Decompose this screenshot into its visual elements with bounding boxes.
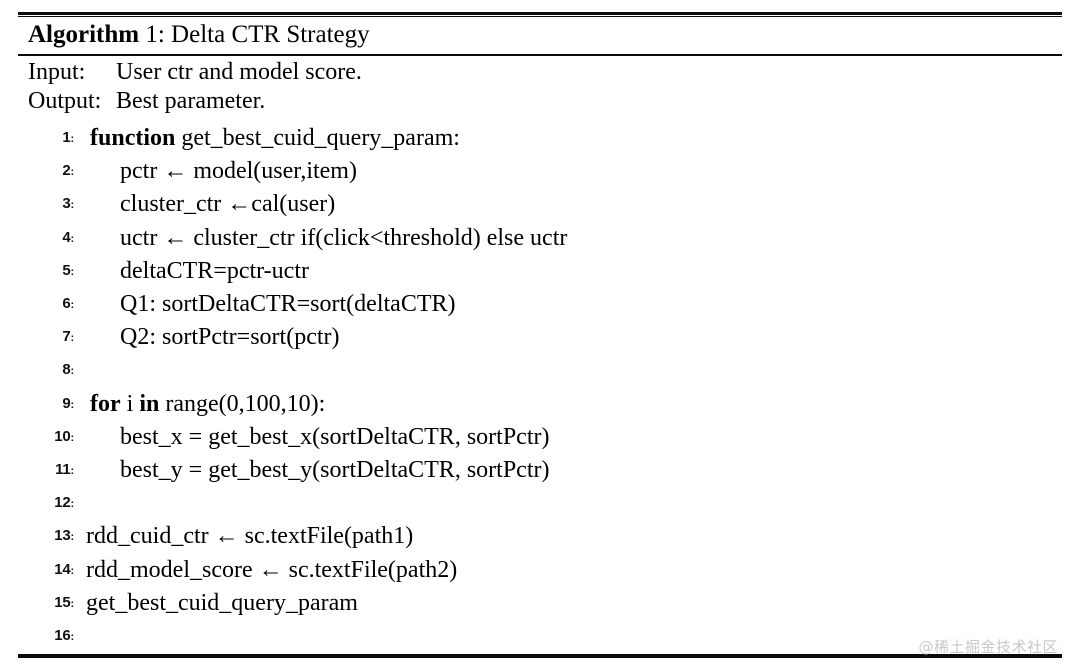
line-number-colon: : [70,199,75,212]
output-label: Output: [28,88,102,114]
code-text: pctr ← model(user,item) [120,155,357,188]
line-number: 6: [62,295,75,312]
line-number-colon: : [70,332,75,345]
code-line: 14: rdd_model_score ← sc.textFile(path2) [18,554,1062,587]
line-number-colon: : [70,299,75,311]
line-number-colon: : [70,631,75,643]
code-segment: range(0,100,10): [159,390,326,417]
code-segment: cluster_ctr ←cal(user) [120,191,336,218]
code-line: 15: get_best_cuid_query_param [18,587,1062,620]
line-number: 5: [62,261,75,279]
line-number-colon: : [70,431,75,444]
input-label: Input: [28,59,86,85]
input-line: Input: User ctr and model score. [28,58,362,87]
code-segment: best_y = get_best_y(sortDeltaCTR, sortPc… [120,457,550,483]
line-number: 13: [54,527,75,545]
code-line: 9: for i in range(0,100,10): [18,388,1062,421]
code-line: 3: cluster_ctr ←cal(user) [18,188,1062,221]
line-number-colon: : [70,498,75,511]
code-segment: uctr ← cluster_ctr if(click<threshold) e… [120,224,568,251]
algorithm-title-rest: 1: Delta CTR Strategy [139,21,370,48]
code-text: uctr ← cluster_ctr if(click<threshold) e… [120,222,567,255]
code-line: 6: Q1: sortDeltaCTR=sort(deltaCTR) [18,288,1062,321]
line-number: 8: [62,361,75,379]
line-number: 3: [62,195,75,213]
code-line: 5: deltaCTR=pctr-uctr [18,255,1062,288]
line-number: 4: [62,228,75,246]
watermark: @稀土掘金技术社区 [918,638,1058,656]
code-segment: i [120,390,140,417]
code-line: 4: uctr ← cluster_ctr if(click<threshold)… [18,222,1062,255]
code-text: Q2: sortPctr=sort(pctr) [120,321,340,354]
code-keyword: for [90,390,121,417]
code-text: rdd_cuid_ctr ← sc.textFile(path1) [86,520,413,553]
line-number-colon: : [70,365,75,378]
output-value: Best parameter. [116,88,266,114]
code-keyword: function [90,125,176,151]
rule-under-title [18,54,1062,56]
code-line: 13: rdd_cuid_ctr ← sc.textFile(path1) [18,520,1062,553]
algorithm-title: Algorithm 1: Delta CTR Strategy [28,19,370,51]
code-text: get_best_cuid_query_param [86,587,358,620]
code-keyword: in [139,390,160,417]
rule-bottom [18,654,1062,658]
line-number: 16: [54,627,75,644]
code-line: 16: [18,620,1062,653]
output-line: Output: Best parameter. [28,87,265,116]
line-number-colon: : [70,531,75,544]
line-number: 2: [62,162,75,180]
line-number-colon: : [70,265,75,278]
algorithm-title-keyword: Algorithm [28,21,140,48]
line-number: 14: [54,560,75,578]
code-segment: Q2: sortPctr=sort(pctr) [120,324,340,351]
code-segment: pctr ← model(user,item) [120,158,357,185]
code-text: function get_best_cuid_query_param: [90,122,460,155]
code-line: 7: Q2: sortPctr=sort(pctr) [18,321,1062,354]
code-text: deltaCTR=pctr-uctr [120,255,309,288]
line-number-colon: : [70,465,75,477]
code-line: 11: best_y = get_best_y(sortDeltaCTR, sor… [18,454,1062,487]
input-value: User ctr and model score. [116,59,362,85]
code-segment: get_best_cuid_query_param [86,589,358,616]
line-number-colon: : [70,564,75,577]
rule-top [18,12,1062,17]
line-number-colon: : [70,232,75,245]
line-number-colon: : [70,166,75,179]
line-number: 9: [62,394,75,412]
line-number-colon: : [70,133,75,145]
code-segment: rdd_cuid_ctr ← sc.textFile(path1) [86,523,414,550]
code-line: 12: [18,487,1062,520]
line-number: 10: [54,427,75,445]
line-number-colon: : [70,398,75,411]
code-text: best_x = get_best_x(sortDeltaCTR, sortPc… [120,421,549,454]
code-text: Q1: sortDeltaCTR=sort(deltaCTR) [120,288,455,321]
code-text: cluster_ctr ←cal(user) [120,188,335,221]
code-segment: best_x = get_best_x(sortDeltaCTR, sortPc… [120,423,550,450]
code-text: rdd_model_score ← sc.textFile(path2) [86,554,457,587]
code-text: best_y = get_best_y(sortDeltaCTR, sortPc… [120,454,549,487]
line-number: 15: [54,593,75,611]
algorithm-block: Algorithm 1: Delta CTR Strategy Input: Us… [18,0,1062,670]
line-number: 12: [54,494,75,512]
code-segment: deltaCTR=pctr-uctr [120,257,309,284]
line-number-colon: : [70,597,75,610]
code-line: 8: [18,354,1062,387]
code-segment: Q1: sortDeltaCTR=sort(deltaCTR) [120,291,456,317]
code-text: for i in range(0,100,10): [90,388,325,421]
code-line: 10: best_x = get_best_x(sortDeltaCTR, sor… [18,421,1062,454]
code-line: 1: function get_best_cuid_query_param: [18,122,1062,155]
code-segment: rdd_model_score ← sc.textFile(path2) [86,556,458,583]
line-number: 1: [62,129,75,146]
code-segment: get_best_cuid_query_param: [175,125,460,151]
line-number: 11: [55,461,75,478]
line-number: 7: [62,328,75,346]
code-line: 2: pctr ← model(user,item) [18,155,1062,188]
